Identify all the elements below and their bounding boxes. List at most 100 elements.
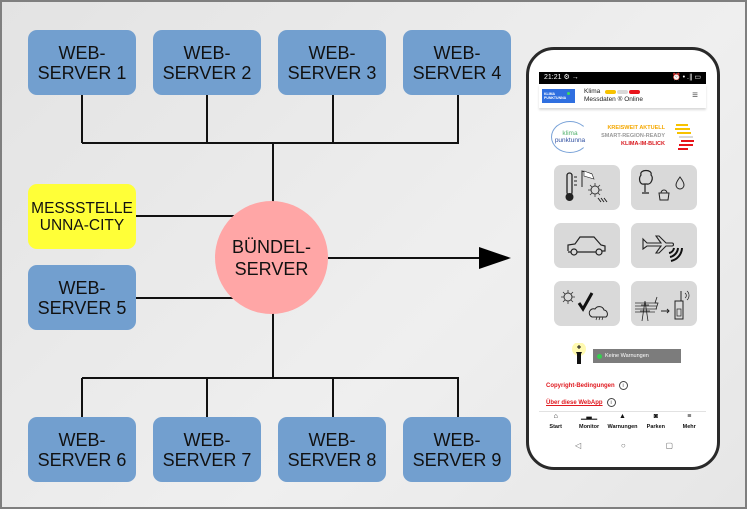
online-dot-icon [567, 92, 570, 95]
bottom-navigation: ⌂ Start ▁▃▁ Monitor ▲ Warnungen ◙ Parken… [539, 411, 706, 435]
info-icon[interactable]: i [618, 381, 628, 390]
thermometer-wind-sun-icon [565, 170, 608, 203]
web-server-9: WEB-SERVER 9 [403, 417, 511, 482]
tile-power-radio[interactable] [631, 281, 697, 326]
tile-forecast[interactable] [554, 281, 620, 326]
status-ok-dot-icon [597, 353, 602, 359]
nav-start[interactable]: ⌂ Start [541, 412, 571, 435]
web-server-4: WEB-SERVER 4 [403, 30, 511, 95]
node-label: SERVER 3 [287, 62, 377, 83]
web-server-2: WEB-SERVER 2 [153, 30, 261, 95]
nav-label: Mehr [682, 424, 696, 430]
node-label: WEB- [308, 42, 356, 63]
status-pill-red [629, 90, 640, 94]
web-server-5: WEB-SERVER 5 [28, 265, 136, 330]
tree-drop-bucket-icon [638, 169, 685, 201]
car-icon [567, 236, 606, 256]
tile-environment[interactable] [631, 165, 697, 210]
info-icon[interactable]: i [606, 398, 616, 407]
back-icon[interactable]: ◁ [575, 441, 582, 450]
node-label: SERVER 8 [287, 449, 377, 470]
logo-text-klima: klima [562, 130, 578, 137]
web-server-3: WEB-SERVER 3 [278, 30, 386, 95]
tile-weather-sensors[interactable] [554, 165, 620, 210]
logo-text-punktunna: punktunna [554, 137, 586, 144]
hub-label: SERVER [234, 258, 309, 279]
district-map-icon [675, 124, 694, 150]
header-title: Klima [584, 88, 601, 95]
sun-check-cloud-icon [561, 290, 608, 321]
smartphone-mockup: 21:21 ⚙ → ⏰ • .∥ ▭ KLIMA PUNKTUNNA Klima… [526, 47, 720, 470]
hub-label: BÜNDEL- [231, 236, 311, 257]
car-icon: ◙ [653, 413, 658, 420]
recent-apps-icon[interactable]: ▢ [665, 441, 673, 450]
node-label: SERVER 2 [162, 62, 252, 83]
copyright-link-label[interactable]: Copyright-Bedingungen [546, 383, 615, 390]
menu-icon: ≡ [687, 413, 692, 420]
node-label: MESSSTELLE [31, 199, 133, 217]
nav-warnungen[interactable]: ▲ Warnungen [607, 412, 637, 435]
buendel-server-hub: BÜNDEL-SERVER [215, 201, 328, 314]
status-bar: 21:21 ⚙ → ⏰ • .∥ ▭ [539, 72, 706, 84]
app-logo[interactable]: KLIMA PUNKTUNNA [542, 89, 575, 103]
node-label: WEB- [58, 277, 106, 298]
slogan-line-3: KLIMA-IM-BLICK [621, 141, 665, 147]
warning-status-row: Keine Warnungen [569, 343, 699, 365]
node-label: WEB- [58, 42, 106, 63]
web-server-7: WEB-SERVER 7 [153, 417, 261, 482]
nav-label: Monitor [578, 424, 600, 430]
warning-badge[interactable]: Keine Warnungen [593, 349, 681, 363]
hamburger-menu-icon[interactable]: ≡ [692, 90, 698, 101]
nav-mehr[interactable]: ≡ Mehr [674, 412, 704, 435]
hero-banner: klima punktunna KREISWEIT AKTUELL SMART-… [549, 118, 699, 158]
status-icons-left: ⚙ → [563, 74, 579, 81]
status-icons-right: ⏰ • .∥ ▭ [671, 74, 701, 81]
node-label: SERVER 5 [37, 297, 127, 318]
app-logo-line2: PUNKTUNNA [544, 96, 567, 100]
slogan: KREISWEIT AKTUELL SMART-REGION-READY KLI… [595, 124, 665, 148]
power-line-radio-icon [635, 290, 690, 322]
output-arrowhead [479, 247, 511, 269]
about-link-label[interactable]: Über diese WebApp [546, 400, 603, 407]
node-label: SERVER 9 [412, 449, 502, 470]
slogan-line-1: KREISWEIT AKTUELL [607, 125, 665, 131]
node-label: SERVER 1 [37, 62, 127, 83]
warning-tower-icon [572, 343, 586, 364]
app-logo-line1: KLIMA [544, 92, 556, 96]
node-label: SERVER 6 [37, 449, 127, 470]
web-server-6: WEB-SERVER 6 [28, 417, 136, 482]
node-label: WEB- [433, 42, 481, 63]
node-label: SERVER 7 [162, 449, 252, 470]
node-label: SERVER 4 [412, 62, 502, 83]
system-navigation: ◁ ○ ▢ [559, 439, 689, 453]
warning-text: Keine Warnungen [605, 353, 649, 359]
header-subtitle: Messdaten ® Online [584, 96, 643, 103]
node-label: UNNA-CITY [39, 216, 125, 234]
web-server-1: WEB-SERVER 1 [28, 30, 136, 95]
airplane-sound-icon [642, 235, 683, 262]
klima-punktunna-logo: klima punktunna [551, 121, 589, 153]
home-circle-icon[interactable]: ○ [620, 441, 626, 450]
home-icon: ⌂ [553, 413, 558, 420]
node-label: WEB- [183, 429, 231, 450]
nav-label: Warnungen [607, 424, 638, 430]
web-server-8: WEB-SERVER 8 [278, 417, 386, 482]
status-pill-gray [617, 90, 628, 94]
slogan-line-2: SMART-REGION-READY [601, 133, 665, 139]
nav-label: Parken [646, 424, 666, 430]
nav-monitor[interactable]: ▁▃▁ Monitor [574, 412, 604, 435]
node-label: WEB- [433, 429, 481, 450]
app-header: KLIMA PUNKTUNNA Klima Messdaten ® Online… [539, 84, 706, 108]
node-label: WEB- [183, 42, 231, 63]
status-pill-yellow [605, 90, 616, 94]
node-label: WEB- [308, 429, 356, 450]
tile-noise[interactable] [631, 223, 697, 268]
chart-icon: ▁▃▁ [581, 413, 598, 420]
nav-parken[interactable]: ◙ Parken [641, 412, 671, 435]
tile-parking[interactable] [554, 223, 620, 268]
warning-triangle-icon: ▲ [619, 413, 626, 420]
